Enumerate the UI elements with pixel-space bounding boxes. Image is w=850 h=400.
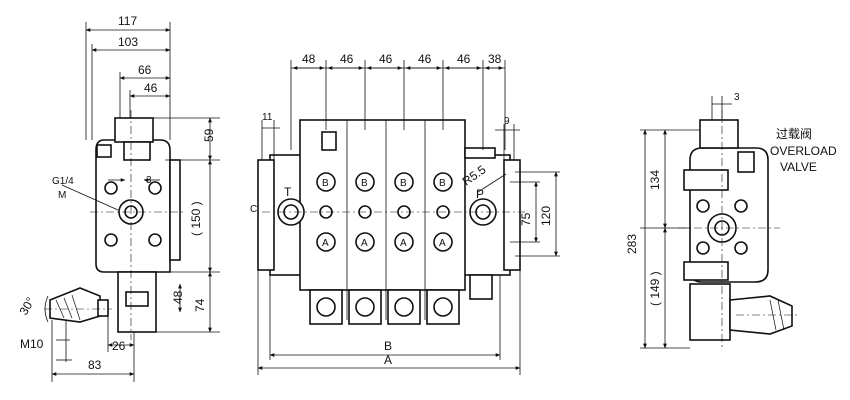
port-b-4: B — [439, 178, 446, 189]
dim-top-6: 38 — [488, 52, 502, 66]
small-3-label: 3 — [146, 175, 152, 186]
dim-75: 75 — [519, 212, 533, 226]
right-side-view: 3 134 283 ( 149 ) 过载阀 OVERLOAD VALVE — [625, 92, 837, 350]
overload-valve-en-2: VALVE — [780, 160, 817, 174]
dim-120: 120 — [539, 206, 553, 226]
port-t-label: T — [284, 185, 292, 199]
port-a-1: A — [322, 238, 329, 249]
dim-59: 59 — [202, 128, 216, 142]
thread-m10: M10 — [20, 337, 44, 351]
dim-overall-b: B — [384, 339, 392, 353]
dim-top-4: 46 — [418, 52, 432, 66]
overload-valve-cn: 过载阀 — [776, 127, 812, 141]
dim-74: 74 — [193, 298, 207, 312]
front-view: T P B B B B A A A A 48 46 46 46 46 38 — [250, 52, 560, 375]
dim-top-2: 46 — [340, 52, 354, 66]
dim-9: 9 — [504, 116, 510, 127]
port-b-1: B — [322, 178, 329, 189]
dim-150: ( 150 ) — [189, 201, 203, 236]
side-c-label: C — [250, 204, 257, 215]
port-b-2: B — [361, 178, 368, 189]
port-a-2: A — [361, 238, 368, 249]
dim-83: 83 — [88, 358, 102, 372]
section-port-labels: B B B B A A A A — [322, 178, 446, 249]
dim-117: 117 — [118, 14, 137, 28]
dim-66: 66 — [138, 63, 152, 77]
dim-46: 46 — [144, 81, 158, 95]
dim-top-1: 48 — [302, 52, 316, 66]
dim-top-5: 46 — [457, 52, 471, 66]
left-side-view: 117 103 66 46 59 ( 150 ) 48 74 26 83 30°… — [16, 14, 220, 382]
dim-149: ( 149 ) — [648, 271, 662, 306]
overload-valve-en-1: OVERLOAD — [770, 144, 837, 158]
dim-top-3: 46 — [379, 52, 393, 66]
dim-3-right: 3 — [734, 92, 740, 103]
dim-11: 11 — [262, 112, 273, 123]
dim-103: 103 — [118, 35, 138, 49]
dim-26: 26 — [112, 339, 126, 353]
dim-48: 48 — [171, 290, 185, 304]
dim-134: 134 — [648, 170, 662, 190]
port-m-label: M — [58, 190, 66, 201]
port-p-label: P — [476, 187, 484, 201]
port-g14-label: G1/4 — [52, 176, 74, 187]
port-a-3: A — [400, 238, 407, 249]
dim-283: 283 — [625, 234, 639, 254]
port-a-4: A — [439, 238, 446, 249]
port-b-3: B — [400, 178, 407, 189]
dim-overall-a: A — [384, 353, 392, 367]
angle-30: 30° — [16, 295, 37, 318]
